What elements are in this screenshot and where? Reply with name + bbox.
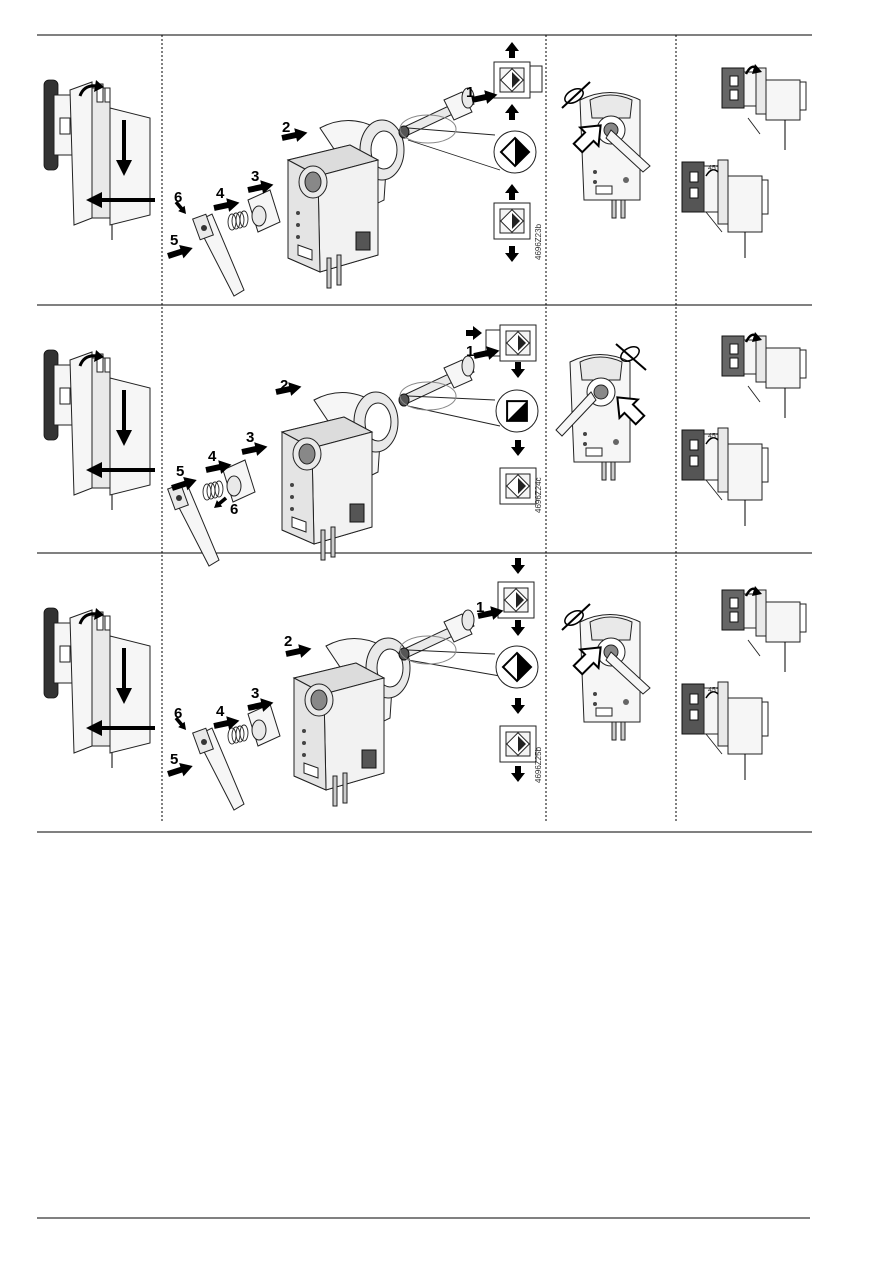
- no-rotate-icon: [615, 343, 647, 371]
- position-window-top: [493, 61, 531, 99]
- position-window-bottom: [499, 725, 537, 763]
- row-3-front: [561, 603, 651, 741]
- step-number-1: 1: [466, 84, 474, 101]
- row-3-main: [293, 637, 411, 807]
- right-arrow-icon: [466, 326, 482, 340]
- magnified-indicator: [486, 380, 548, 442]
- figure-code: 4696Z23b: [534, 223, 543, 260]
- arrow-icon: [240, 439, 269, 459]
- step-number-1: 1: [466, 343, 474, 360]
- down-arrow-icon: [511, 698, 525, 714]
- row-2-front: [555, 343, 651, 481]
- step-number-5: 5: [176, 463, 184, 480]
- side-view-bottom-figure: [681, 159, 769, 259]
- step-number-3: 3: [246, 429, 254, 446]
- row-2-details: 1 2 3 4 5 6 4696Z24c: [169, 324, 548, 518]
- step-number-4: 4: [216, 185, 225, 202]
- actuator-figure: [287, 119, 405, 289]
- side-view-figure: [42, 348, 157, 512]
- step-number-4: 4: [216, 703, 225, 720]
- position-window-top: [497, 581, 535, 619]
- row-3: [42, 606, 157, 770]
- side-view-figure: [42, 606, 157, 770]
- row-3-right: 45°: [681, 584, 808, 781]
- side-view-bottom-figure: [681, 427, 769, 527]
- step-number-3: 3: [251, 168, 259, 185]
- figure-code: 4696Z24c: [534, 477, 543, 513]
- side-view-top-figure: [720, 584, 808, 674]
- column-separators: [161, 35, 677, 822]
- up-arrow-icon: [505, 104, 519, 120]
- parts-figure: [192, 189, 281, 297]
- step-number-5: 5: [170, 232, 178, 249]
- magnified-indicator: [495, 645, 539, 689]
- up-arrow-icon: [505, 184, 519, 200]
- row-3-details: 1 2 3 4 5 6 4696Z25b: [165, 558, 543, 783]
- no-rotate-icon: [561, 603, 591, 631]
- down-arrow-icon: [505, 246, 519, 262]
- row-2-right: 45°: [681, 330, 808, 527]
- step-number-4: 4: [208, 448, 217, 465]
- side-view-bottom-figure: [681, 681, 769, 781]
- step-number-1: 1: [476, 599, 484, 616]
- row-2: [42, 348, 157, 512]
- step-number-6: 6: [174, 189, 182, 206]
- step-number-2: 2: [282, 119, 290, 136]
- step-number-2: 2: [280, 377, 288, 394]
- magnified-indicator: [493, 130, 537, 174]
- side-view-figure: [42, 78, 157, 242]
- row-2-main: [281, 391, 399, 561]
- position-window-top: [499, 324, 537, 362]
- angle-label: 45°: [708, 686, 719, 694]
- down-arrow-icon: [511, 440, 525, 456]
- up-arrow-icon: [505, 42, 519, 58]
- no-rotate-icon: [561, 81, 591, 109]
- step-number-2: 2: [284, 633, 292, 650]
- actuator-figure: [293, 637, 411, 807]
- step-number-6: 6: [230, 501, 238, 518]
- position-window-bottom: [499, 467, 537, 505]
- actuator-figure: [281, 391, 399, 561]
- position-window-bottom: [493, 202, 531, 240]
- side-view-top-figure: [720, 62, 808, 152]
- arrow-icon: [274, 379, 303, 399]
- down-arrow-icon: [511, 558, 525, 574]
- side-view-top-figure: [720, 330, 808, 420]
- figure-code: 4696Z25b: [534, 746, 543, 783]
- step-number-3: 3: [251, 685, 259, 702]
- angle-label: 45°: [708, 432, 719, 440]
- row-1: 1 2 3 4 5 6 4696Z23b 45°: [42, 42, 808, 297]
- step-number-6: 6: [174, 705, 182, 722]
- step-number-5: 5: [170, 751, 178, 768]
- angle-label: 45°: [708, 164, 719, 172]
- down-arrow-icon: [511, 766, 525, 782]
- down-arrow-icon: [511, 362, 525, 378]
- down-arrow-icon: [511, 620, 525, 636]
